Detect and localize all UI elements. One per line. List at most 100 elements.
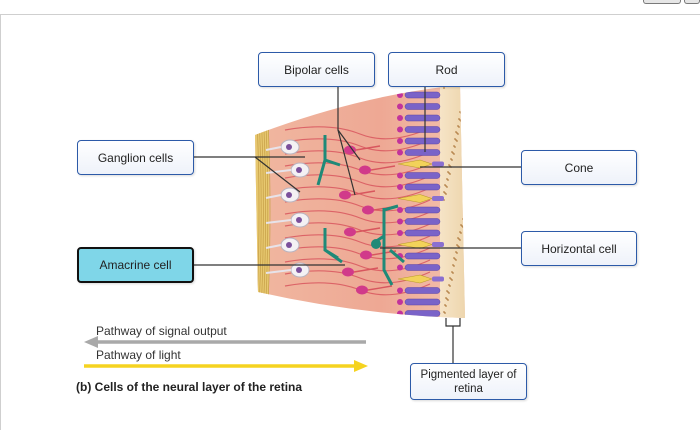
pigment-granule bbox=[462, 106, 464, 108]
rod-cell bbox=[404, 264, 441, 271]
rod-cell bbox=[404, 137, 441, 145]
ganglion-nucleus bbox=[286, 192, 292, 198]
rod-nucleus bbox=[397, 138, 403, 144]
ganglion-nucleus bbox=[296, 167, 302, 173]
pigment-granule bbox=[466, 198, 468, 200]
pigmented-layer-bracket bbox=[445, 318, 461, 327]
pigment-granule bbox=[461, 113, 463, 115]
nerve-fiber bbox=[261, 119, 264, 306]
toolbar-button[interactable] bbox=[643, 0, 681, 4]
pigment-granule bbox=[466, 310, 468, 312]
rod-nucleus bbox=[397, 184, 403, 190]
nerve-fiber bbox=[263, 119, 266, 306]
ganglion-nucleus bbox=[296, 267, 302, 273]
bipolar-dendrite bbox=[370, 165, 396, 171]
ganglion-axon bbox=[265, 244, 282, 249]
toolbar-strip bbox=[0, 0, 700, 14]
pigment-granule bbox=[455, 131, 457, 133]
bipolar-cell-bodies bbox=[339, 145, 399, 295]
pigment-granule bbox=[459, 111, 461, 113]
pigment-granule bbox=[463, 219, 465, 221]
pigment-granule bbox=[457, 237, 459, 239]
pigment-granule bbox=[443, 87, 445, 89]
pigment-granule bbox=[460, 224, 462, 226]
pigment-granule bbox=[462, 98, 464, 100]
pigment-granule bbox=[455, 251, 457, 253]
nerve-fiber bbox=[265, 119, 269, 306]
legend-light-pathway: Pathway of light bbox=[96, 348, 181, 362]
pigment-granule bbox=[465, 205, 467, 207]
rod-nucleus bbox=[397, 207, 403, 213]
ganglion-axon bbox=[265, 219, 292, 224]
pigment-granule bbox=[448, 164, 450, 166]
rod-cell bbox=[404, 172, 441, 179]
pigment-granule bbox=[446, 178, 448, 180]
cell-process bbox=[284, 126, 431, 140]
pigment-granule bbox=[465, 317, 467, 319]
frame-top-border bbox=[0, 14, 700, 15]
label-rod[interactable]: Rod bbox=[388, 52, 505, 87]
pigment-granule bbox=[449, 277, 451, 279]
rod-nucleus bbox=[397, 299, 403, 305]
nerve-fiber bbox=[258, 119, 262, 306]
pigment-granule bbox=[457, 125, 459, 127]
rod-nucleus bbox=[397, 92, 403, 98]
rod-nucleus bbox=[397, 172, 403, 179]
label-pigmented-layer[interactable]: Pigmented layer of retina bbox=[410, 363, 527, 400]
light-pathway-arrow bbox=[84, 360, 368, 372]
pigmented-layer-region bbox=[440, 85, 465, 318]
ganglion-axon bbox=[265, 269, 292, 274]
rod-nucleus bbox=[397, 149, 403, 156]
pigment-granule bbox=[452, 264, 454, 266]
rod-nucleus bbox=[397, 126, 403, 133]
legend-signal-output: Pathway of signal output bbox=[96, 324, 227, 338]
pigment-granule bbox=[447, 171, 449, 173]
rod-nucleus bbox=[397, 218, 403, 225]
pigment-granule bbox=[453, 145, 455, 147]
bipolar-dendrite bbox=[353, 267, 379, 273]
rod-cell bbox=[404, 149, 441, 156]
rod-cell bbox=[404, 218, 441, 225]
pigment-granule bbox=[458, 118, 460, 120]
pigment-granule bbox=[450, 158, 452, 160]
label-amacrine-cell[interactable]: Amacrine cell bbox=[77, 247, 194, 283]
pigment-granule bbox=[446, 290, 448, 292]
label-bipolar-cells[interactable]: Bipolar cells bbox=[258, 52, 375, 87]
pigment-granule bbox=[464, 92, 465, 94]
pigment-granule bbox=[461, 105, 463, 107]
rod-cell bbox=[404, 252, 441, 260]
pigment-granule bbox=[465, 93, 467, 95]
amacrine-cell bbox=[316, 135, 343, 264]
label-cone[interactable]: Cone bbox=[521, 150, 637, 185]
rod-cell bbox=[404, 310, 441, 317]
bipolar-cell bbox=[356, 285, 368, 295]
nerve-fiber bbox=[256, 119, 260, 306]
pigment-granule bbox=[451, 151, 453, 153]
ganglion-nucleus bbox=[286, 144, 292, 150]
nerve-fiber bbox=[267, 119, 271, 306]
signal-output-arrow bbox=[84, 336, 366, 348]
pigment-granule bbox=[466, 318, 468, 320]
bipolar-cell bbox=[362, 205, 374, 215]
rod-cell bbox=[404, 126, 441, 133]
pigment-granule bbox=[448, 284, 450, 286]
frame-left-border bbox=[0, 14, 1, 430]
pigment-granule bbox=[453, 257, 455, 259]
bipolar-cell bbox=[339, 190, 351, 200]
rod-cell bbox=[404, 206, 441, 214]
rod-cell bbox=[404, 103, 441, 110]
rod-nucleus bbox=[397, 264, 403, 271]
label-ganglion-cells[interactable]: Ganglion cells bbox=[77, 140, 194, 175]
rod-nucleus bbox=[397, 230, 403, 236]
rod-nucleus bbox=[397, 310, 403, 317]
cone-outer-segment bbox=[432, 161, 444, 167]
ganglion-nucleus bbox=[286, 242, 292, 248]
rod-nucleus bbox=[397, 103, 403, 110]
rod-cell bbox=[404, 229, 441, 237]
label-horizontal-cell[interactable]: Horizontal cell bbox=[521, 231, 637, 266]
ganglion-nucleus bbox=[296, 217, 302, 223]
rod-nucleus bbox=[397, 287, 403, 294]
retina-tissue bbox=[255, 85, 468, 320]
cone-outer-segment bbox=[432, 196, 444, 201]
